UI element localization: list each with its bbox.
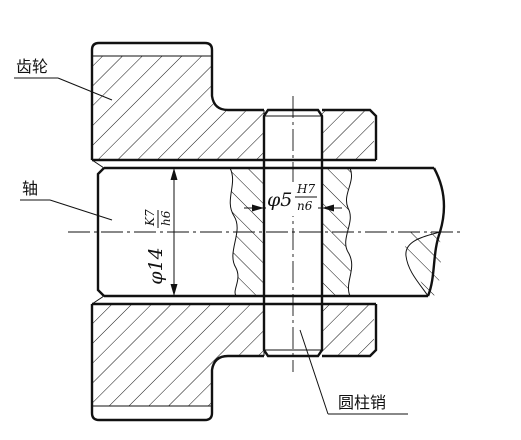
gear-callout: 齿轮 (14, 57, 113, 101)
pin-dimension-value: φ5 (267, 189, 292, 211)
gear-section (90, 41, 378, 422)
pin-dimension: φ5 H7 n6 (244, 182, 342, 216)
gear-hub-outline-lower (322, 304, 378, 358)
gear-label: 齿轮 (16, 57, 48, 76)
shaft-callout: 轴 (20, 179, 113, 221)
shaft-chamfer-top (91, 159, 105, 169)
pin-callout: 圆柱销 (299, 329, 408, 415)
gear-leader-line (57, 77, 113, 101)
shaft-local-break-right (345, 167, 353, 297)
gear-outline-upper (90, 41, 264, 160)
shaft-chamfer-bottom (91, 295, 105, 305)
shaft-local-break-left (229, 167, 239, 297)
shaft-end-break-inner (405, 231, 441, 297)
pin-leader-line (299, 329, 329, 415)
gear-upper-hub-hatch (322, 110, 374, 160)
shaft-end-face (96, 167, 105, 297)
shaft-label: 轴 (22, 179, 38, 198)
pin-tolerance-upper: H7 (296, 182, 315, 196)
shaft-end-break-hatch (404, 232, 441, 296)
bore-dimension-value: φ14 (145, 247, 167, 284)
pin-tolerance-lower: n6 (297, 199, 313, 213)
gear-hub-outline-upper (322, 108, 378, 160)
pin-label: 圆柱销 (338, 393, 386, 412)
pin-outline (262, 108, 324, 358)
bore-dimension: φ14 K7 h6 (143, 168, 178, 296)
pin-arrow-right (322, 204, 334, 212)
bore-arrow-bottom (170, 284, 178, 296)
pin-dimension-text-bg (266, 182, 318, 216)
bore-tolerance-lower: h6 (159, 210, 173, 226)
bore-tolerance-upper: K7 (143, 209, 157, 227)
gear-outline-lower (90, 304, 264, 422)
bore-arrow-top (170, 168, 178, 180)
shaft-leader-line (49, 199, 113, 221)
pin-arrow-left (252, 204, 264, 212)
gear-upper-hatch (92, 56, 264, 160)
gear-lower-hatch (92, 304, 264, 406)
gear-lower-hub-hatch (322, 304, 374, 356)
